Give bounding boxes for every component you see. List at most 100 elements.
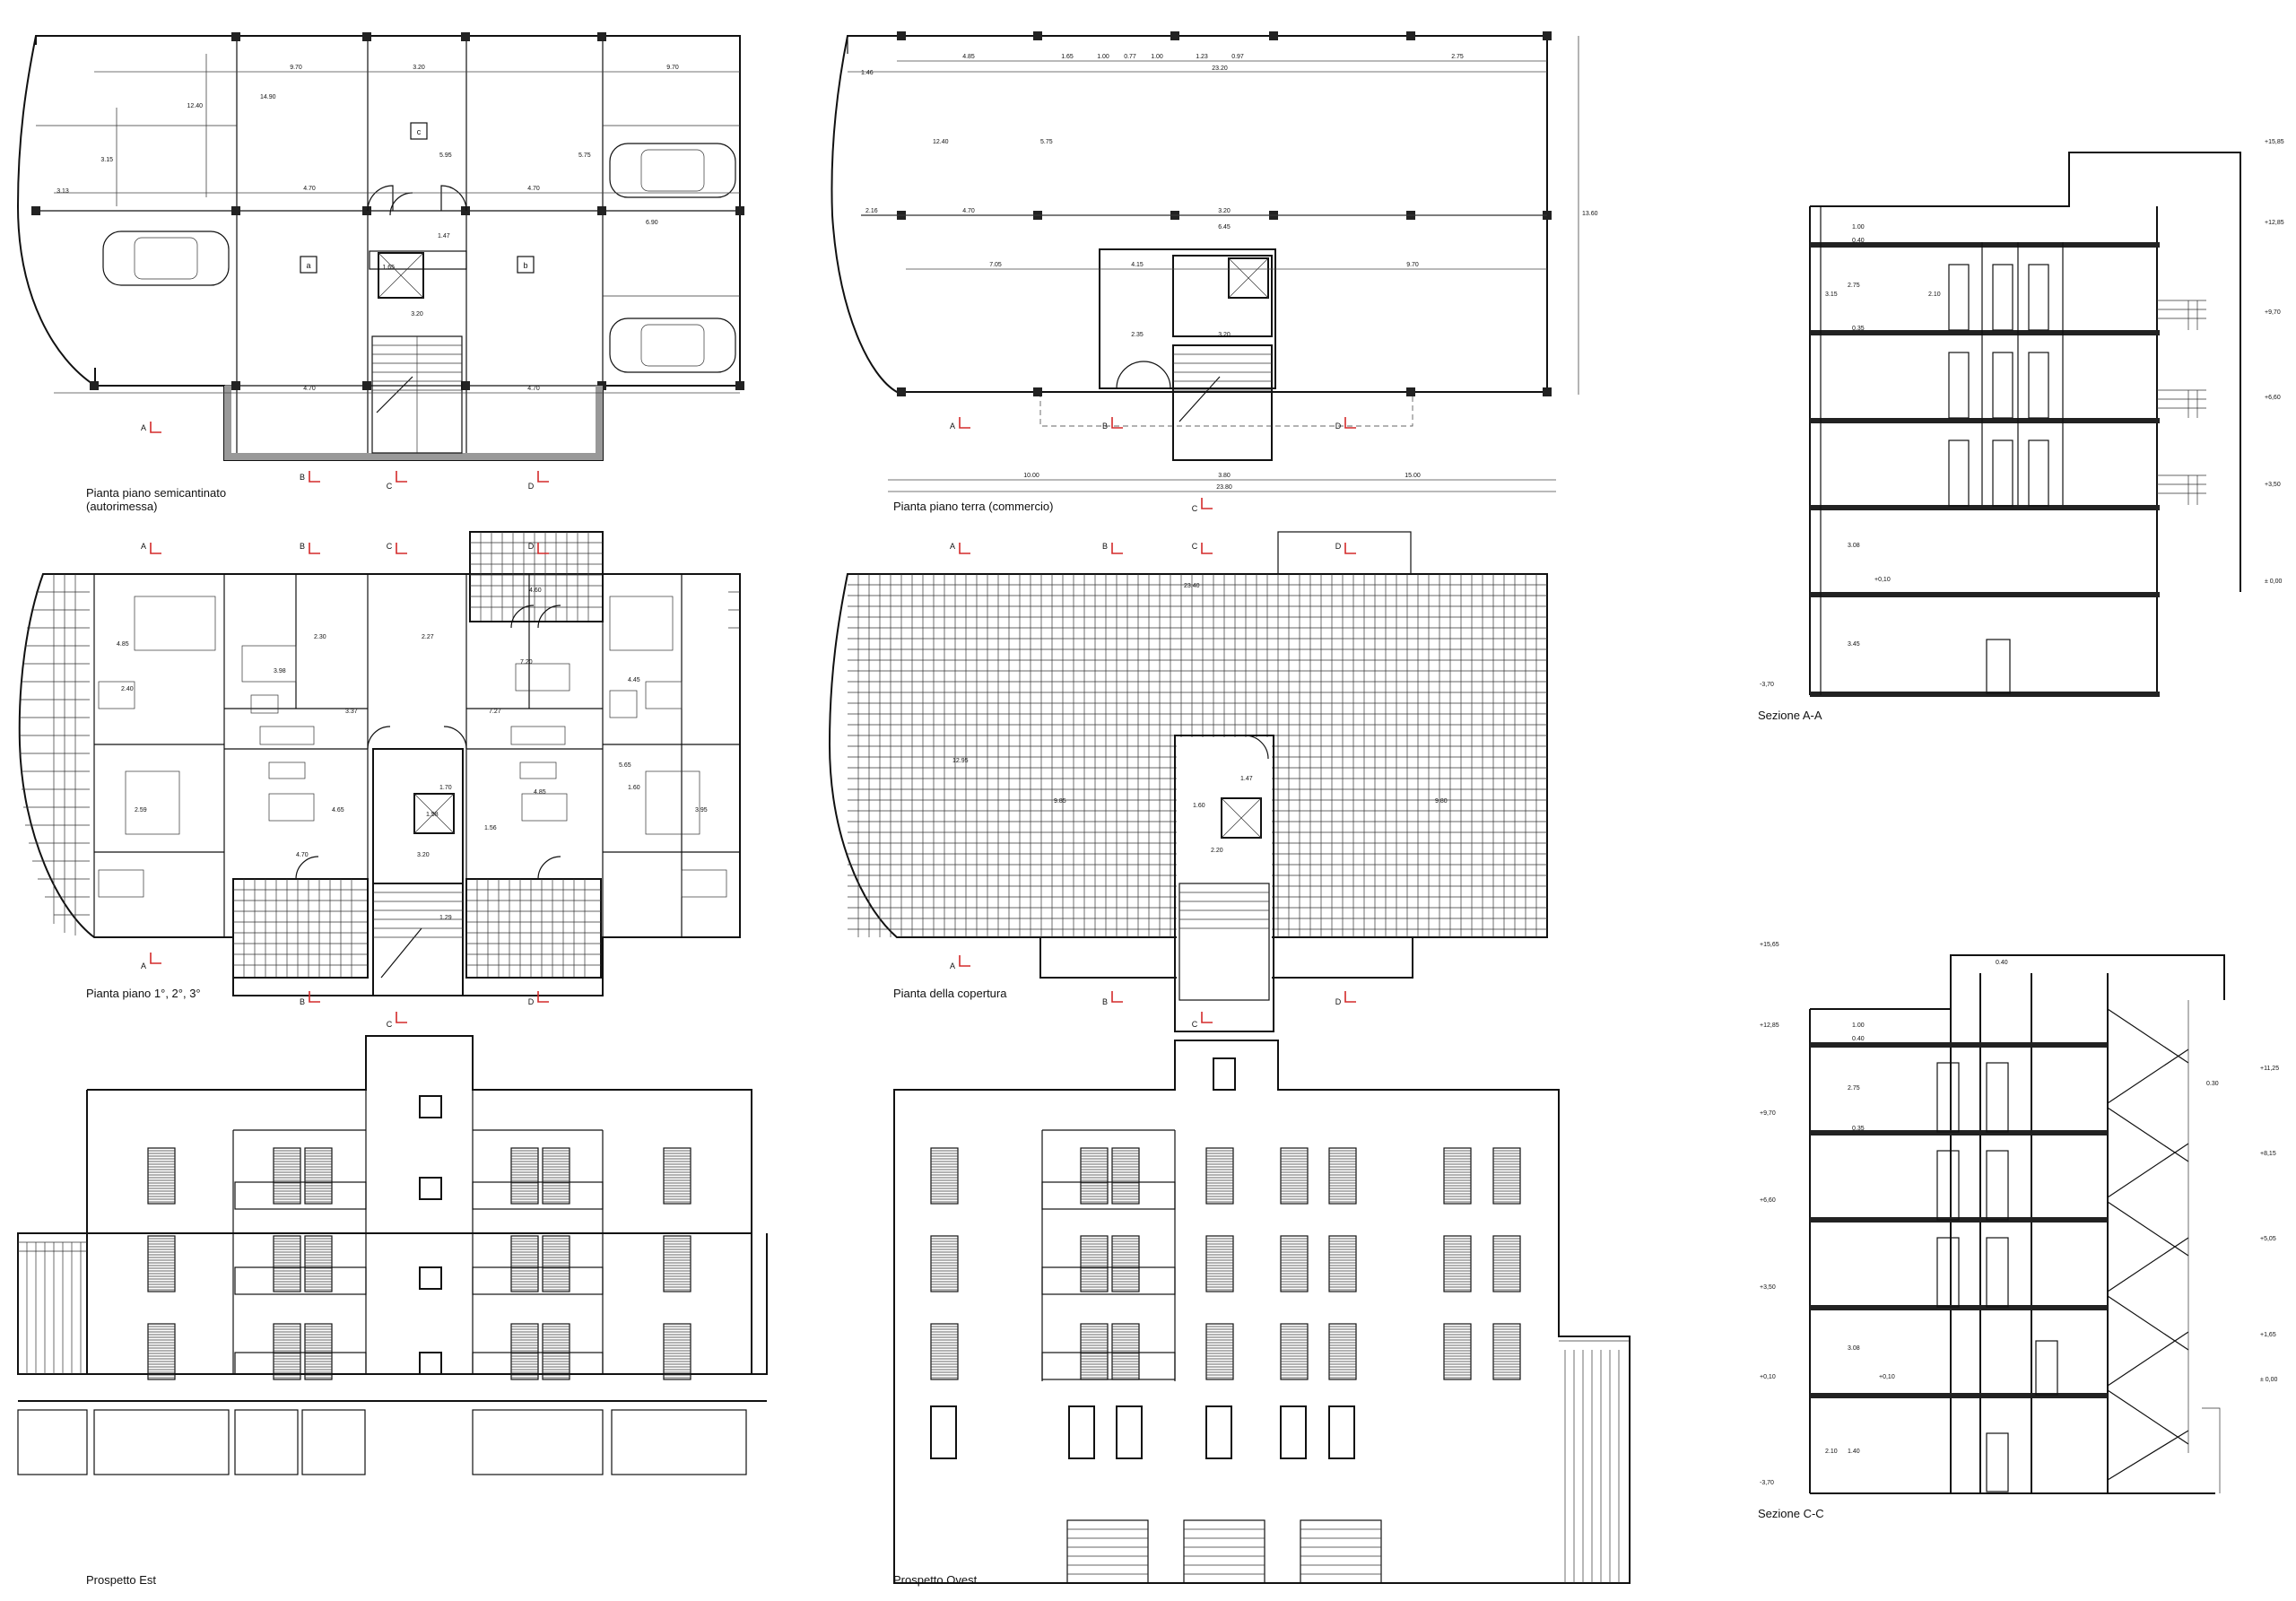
window-shutter	[147, 1147, 176, 1205]
dimension-label: 1.46	[861, 70, 874, 76]
shutter-louvres	[1444, 1238, 1471, 1291]
window-shutter	[1328, 1147, 1357, 1205]
dimension-label: 1.58	[426, 812, 439, 818]
svg-text:A: A	[950, 542, 955, 551]
shutter-louvres	[931, 1326, 958, 1379]
level-label: +5,05	[2260, 1236, 2276, 1242]
level-label: +12,85	[1760, 1022, 1779, 1029]
garage-doors	[1066, 1519, 1382, 1584]
dimension-label: 7.20	[520, 659, 533, 666]
dimension-label: 4.65	[332, 807, 344, 814]
window-shutter	[304, 1235, 333, 1292]
dimension-label: 0.40	[1996, 960, 2008, 966]
shutter-louvres	[305, 1150, 332, 1203]
shutter-louvres	[1081, 1150, 1108, 1203]
shutter-louvres	[1206, 1238, 1233, 1291]
window-shutter	[1280, 1147, 1309, 1205]
dimension-label: 5.65	[619, 762, 631, 769]
window-shutter	[147, 1323, 176, 1380]
level-label: +11,25	[2260, 1066, 2279, 1072]
shutter-louvres	[931, 1150, 958, 1203]
dimension-label: 0.40	[1852, 238, 1865, 244]
shutter-louvres	[1329, 1326, 1356, 1379]
level-label: +15,85	[2265, 139, 2284, 145]
svg-text:A: A	[141, 961, 146, 970]
dimension-label: 1.29	[439, 915, 452, 921]
window-shutter	[273, 1323, 301, 1380]
dimension-label: 15.00	[1405, 473, 1421, 479]
dimension-label: 9.70	[1406, 262, 1419, 268]
svg-text:D: D	[1335, 422, 1342, 431]
window-shutter	[1111, 1147, 1140, 1205]
section-marker-a: A	[141, 542, 161, 554]
dimension-label: 4.85	[534, 789, 546, 796]
ground-plan-caption: Pianta piano terra (commercio)	[893, 500, 1053, 513]
dimension-label: 1.40	[1848, 1449, 1860, 1455]
dimension-label: 3.13	[57, 188, 69, 195]
shutter-louvres	[148, 1150, 175, 1203]
section-marker-a-south: A	[950, 955, 970, 970]
dimension-label: 2.16	[865, 208, 878, 214]
section-marker-b: B	[1102, 417, 1123, 431]
svg-text:D: D	[1335, 542, 1342, 551]
shutter-louvres	[148, 1326, 175, 1379]
shutter-louvres	[1081, 1238, 1108, 1291]
dimension-label: 12.40	[187, 103, 203, 109]
dimension-label: 2.35	[1131, 332, 1144, 338]
section-marker-a-south: A	[141, 953, 161, 970]
window-shutter	[542, 1235, 570, 1292]
window-shutter	[1080, 1235, 1109, 1292]
window-shutter	[663, 1235, 691, 1292]
section-marker-b-south: B	[300, 991, 320, 1006]
level-label: +12,85	[2265, 220, 2284, 226]
typical-plan-caption: Pianta piano 1°, 2°, 3°	[86, 987, 201, 1000]
basement-plan: a b c 9.70 3.20 9.70 4.70 4.70 4.70 4.70…	[16, 32, 744, 513]
typical-floor-plan: 4.85 2.30 2.27 2.40 3.98 7.20 7.27 4.45 …	[18, 531, 741, 1029]
svg-text:B: B	[300, 997, 305, 1006]
dimension-label: 4.70	[962, 208, 975, 214]
section-marker-a: A	[950, 542, 970, 554]
dimension-label: 0.97	[1231, 54, 1244, 60]
shutter-louvres	[1329, 1238, 1356, 1291]
dimension-label: 23.20	[1212, 65, 1228, 72]
dimension-label: 6.45	[1218, 224, 1231, 231]
section-marker-d: D	[1335, 542, 1356, 554]
shutter-louvres	[664, 1150, 691, 1203]
dimension-label: 3.20	[413, 65, 425, 71]
level-label: ± 0,00	[2265, 579, 2283, 585]
dimension-label: 3.20	[1218, 332, 1231, 338]
section-marker-a: A	[141, 422, 161, 433]
dimension-label: 2.20	[1211, 848, 1223, 854]
shutter-louvres	[511, 1150, 538, 1203]
section-marker-d: D	[1335, 417, 1356, 431]
window-shutter	[304, 1323, 333, 1380]
balcony-rails	[234, 1181, 604, 1375]
shutter-louvres	[1206, 1326, 1233, 1379]
dimension-label: 1.60	[628, 785, 640, 791]
dimension-label: 1.60	[1193, 803, 1205, 809]
dimension-label: 0.77	[1124, 54, 1136, 60]
section-marker-d-south: D	[1335, 991, 1356, 1006]
dimension-label: 4.15	[1131, 262, 1144, 268]
section-marker-d: D	[528, 542, 549, 554]
svg-text:A: A	[141, 542, 146, 551]
svg-text:D: D	[528, 482, 535, 491]
window-shutter	[1443, 1235, 1472, 1292]
dimension-label: 2.75	[1451, 54, 1464, 60]
dimension-label: 4.70	[303, 186, 316, 192]
dimension-label: 4.85	[117, 641, 129, 648]
section-marker-a: A	[950, 417, 970, 431]
dimension-label: 3.15	[100, 157, 113, 163]
shutter-louvres	[511, 1326, 538, 1379]
level-label: +9,70	[1760, 1110, 1776, 1117]
shutter-louvres	[1112, 1326, 1139, 1379]
room-tag-c: c	[417, 127, 422, 136]
section-aa-caption: Sezione A-A	[1758, 709, 1822, 722]
dimension-label: 3.20	[417, 852, 430, 858]
staircase-flights	[2107, 1000, 2221, 1493]
window-shutter	[1080, 1147, 1109, 1205]
dimension-label: 3.98	[274, 668, 286, 674]
shutter-louvres	[543, 1326, 570, 1379]
balcony-rails	[1041, 1181, 1176, 1380]
